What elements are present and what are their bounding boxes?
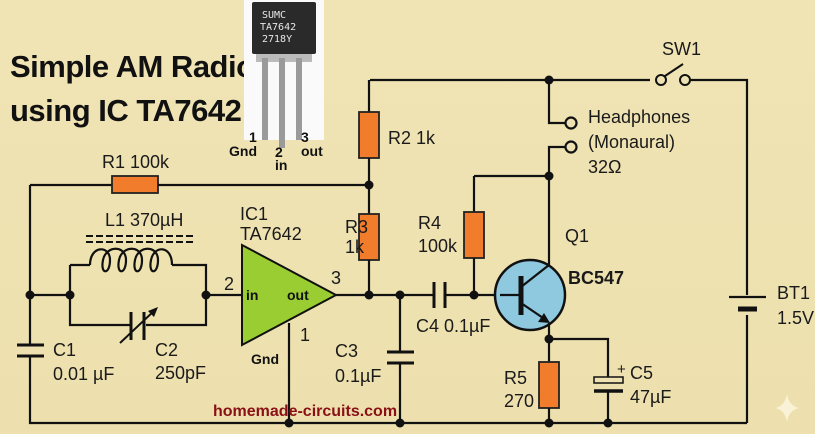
capacitor-c1 bbox=[17, 343, 44, 358]
r3-value: 1k bbox=[345, 237, 365, 257]
chip-pin3-name: out bbox=[301, 143, 323, 159]
wire-tank-right bbox=[146, 263, 208, 327]
ic1-ref: IC1 bbox=[240, 204, 268, 224]
node bbox=[544, 171, 554, 181]
chip-leg-2 bbox=[279, 58, 285, 148]
wire-ground-rail bbox=[28, 356, 747, 425]
wire-headphone-top bbox=[547, 80, 566, 125]
headphones-label-1: Headphones bbox=[588, 107, 690, 127]
ic1-pin-gnd-number: 1 bbox=[300, 325, 310, 345]
r2-label: R2 1k bbox=[388, 128, 436, 148]
node bbox=[544, 75, 554, 85]
chip-photo: SUMC TA7642 2718Y 1 3 Gnd 2 out in bbox=[229, 0, 324, 173]
c1-ref: C1 bbox=[53, 340, 76, 360]
bt1-ref: BT1 bbox=[777, 283, 810, 303]
c5-polarity: + bbox=[617, 361, 626, 378]
ic1-amplifier bbox=[241, 243, 339, 347]
chip-pin1-name: Gnd bbox=[229, 143, 257, 159]
node bbox=[364, 290, 374, 300]
inductor-l1 bbox=[86, 235, 194, 273]
battery-bt1 bbox=[729, 295, 766, 312]
ic1-part: TA7642 bbox=[240, 224, 302, 244]
sw1-label: SW1 bbox=[662, 39, 701, 59]
wire-headphone-collector bbox=[547, 145, 566, 258]
ic1-pin-in-number: 2 bbox=[224, 274, 234, 294]
c3-ref: C3 bbox=[335, 341, 358, 361]
c3-value: 0.1µF bbox=[335, 366, 381, 386]
chip-pin2-number: 2 bbox=[275, 144, 283, 160]
c1-value: 0.01 µF bbox=[53, 364, 114, 384]
capacitor-c3 bbox=[387, 350, 414, 365]
c2-value: 250pF bbox=[155, 363, 206, 383]
q1-ref: Q1 bbox=[565, 226, 589, 246]
ic1-pin-out-number: 3 bbox=[331, 268, 341, 288]
chip-marking-2: TA7642 bbox=[260, 22, 296, 33]
resistor-r2 bbox=[358, 111, 380, 159]
r4-ref: R4 bbox=[418, 213, 441, 233]
l1-label: L1 370µH bbox=[105, 210, 183, 230]
chip-body bbox=[252, 2, 316, 54]
ic1-pin-in-label: in bbox=[246, 287, 258, 303]
node bbox=[603, 418, 613, 428]
r5-ref: R5 bbox=[504, 368, 527, 388]
chip-marking-3: 2718Y bbox=[262, 34, 292, 45]
title-line-1: Simple AM Radio bbox=[10, 49, 255, 84]
chip-pin3-number: 3 bbox=[301, 129, 309, 145]
node bbox=[544, 418, 554, 428]
headphones-label-3: 32Ω bbox=[588, 157, 621, 177]
chip-marking-1: SUMC bbox=[262, 10, 286, 21]
title-line-2: using IC TA7642 bbox=[10, 93, 241, 128]
c5-ref: C5 bbox=[630, 363, 653, 383]
capacitor-c4 bbox=[432, 282, 447, 308]
sparkle-icon bbox=[775, 394, 799, 422]
r3-ref: R3 bbox=[345, 217, 368, 237]
chip-leg-3 bbox=[296, 58, 302, 140]
headphone-terminal-1 bbox=[564, 116, 578, 130]
c2-ref: C2 bbox=[155, 340, 178, 360]
ic1-gnd-label: Gnd bbox=[251, 351, 279, 367]
r1-label: R1 100k bbox=[102, 152, 170, 172]
q1-part: BC547 bbox=[568, 268, 624, 288]
c5-value: 47µF bbox=[630, 387, 671, 407]
watermark: homemade-circuits.com bbox=[213, 403, 397, 420]
node bbox=[284, 418, 294, 428]
headphone-terminal-2 bbox=[564, 140, 578, 154]
r5-value: 270 bbox=[504, 391, 534, 411]
switch-sw1: SW1 bbox=[655, 39, 701, 86]
resistor-r5 bbox=[538, 361, 560, 409]
wire-top-right bbox=[680, 78, 749, 295]
bt1-value: 1.5V bbox=[777, 308, 814, 328]
wire-tank-left bbox=[68, 265, 130, 327]
resistor-r1 bbox=[111, 175, 159, 194]
r4-value: 100k bbox=[418, 236, 458, 256]
chip-leg-1 bbox=[262, 58, 268, 140]
electrolytic-capacitor-c5 bbox=[593, 376, 624, 393]
c4-label: C4 0.1µF bbox=[416, 316, 490, 336]
chip-pin2-name: in bbox=[275, 157, 287, 173]
transistor-q1 bbox=[493, 258, 567, 332]
ic1-pin-out-label: out bbox=[287, 287, 309, 303]
node bbox=[395, 418, 405, 428]
chip-pin1-number: 1 bbox=[249, 129, 257, 145]
variable-capacitor-c2 bbox=[119, 307, 158, 344]
resistor-r4 bbox=[463, 211, 485, 259]
node bbox=[364, 180, 374, 190]
headphones-label-2: (Monaural) bbox=[588, 132, 675, 152]
